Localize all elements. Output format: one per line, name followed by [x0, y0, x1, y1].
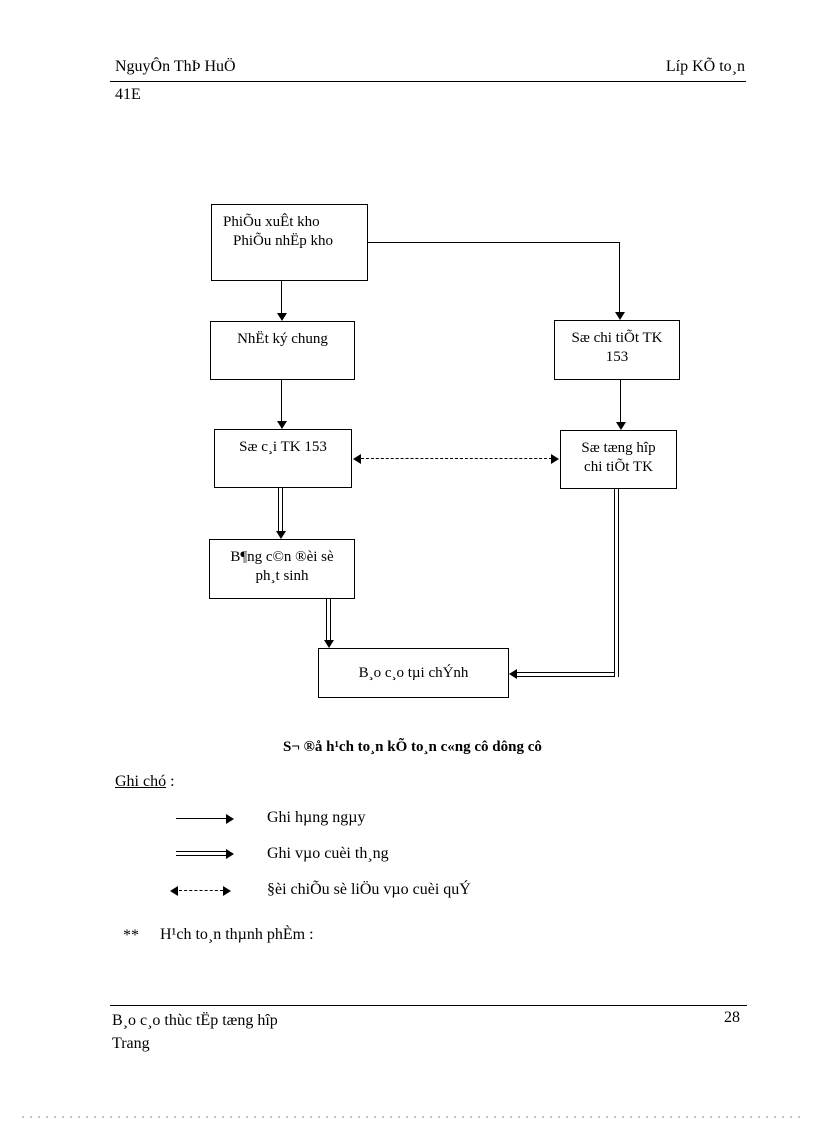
arrow-right-icon: [226, 814, 234, 824]
arrow-down-icon: [615, 312, 625, 320]
note-marker: **: [123, 927, 139, 944]
legend-title-text: Ghi chó: [115, 773, 167, 790]
arrow-down-icon: [276, 531, 286, 539]
flow-box-line: Sæ c¸i TK 153: [239, 439, 327, 455]
dashed-connector-line: [361, 458, 552, 459]
page-number: 28: [724, 1009, 740, 1026]
legend-item-label: §èi chiÕu sè liÖu vµo cuèi quÝ: [267, 881, 471, 898]
flow-box-vouchers: PhiÕu xuÊt kho PhiÕu nhËp kho: [211, 204, 368, 281]
diagram-caption: S¬ ®å h¹ch to¸n kÕ to¸n c«ng cô dông cô: [283, 739, 542, 755]
flow-box-general-ledger: Sæ c¸i TK 153: [214, 429, 352, 488]
legend-item-label: Ghi vµo cuèi th¸ng: [267, 845, 389, 862]
arrow-down-icon: [277, 313, 287, 321]
flow-box-trial-balance: B¶ng c©n ®èi sè ph¸t sinh: [209, 539, 355, 599]
connector-line: [620, 380, 621, 423]
header-class-code: 41E: [115, 86, 141, 103]
flow-box-general-journal: NhËt ký chung: [210, 321, 355, 380]
footer-rule: [110, 1005, 747, 1006]
flow-box-line: chi tiÕt TK: [584, 459, 653, 475]
flow-box-line: 153: [605, 349, 629, 365]
connector-line: [281, 380, 282, 422]
footer-trang-label: Trang: [112, 1035, 150, 1052]
double-connector-line: [278, 488, 283, 532]
bottom-dotted-rule: [22, 1116, 802, 1118]
double-connector-line: [326, 599, 331, 641]
arrow-left-icon: [170, 886, 178, 896]
legend-title: Ghi chó :: [115, 772, 175, 792]
flow-box-line: Sæ chi tiÕt TK: [571, 330, 663, 346]
flow-box-financial-report: B¸o c¸o tµi chÝnh: [318, 648, 509, 698]
solid-single-arrow-glyph: [176, 818, 226, 819]
dashed-double-headed-arrow-glyph: [179, 890, 223, 891]
flow-box-detail-ledger: Sæ chi tiÕt TK 153: [554, 320, 680, 380]
legend-title-colon: :: [166, 773, 175, 790]
footer-report-title: B¸o c¸o thùc tËp tæng hîp: [112, 1012, 278, 1029]
double-connector-line: [517, 672, 614, 677]
header-author: NguyÔn ThÞ HuÖ: [115, 58, 236, 75]
solid-double-arrow-glyph: [176, 851, 226, 856]
note-text: H¹ch to¸n thµnh phÈm :: [160, 926, 314, 943]
flow-box-line: ph¸t sinh: [255, 568, 309, 584]
flow-box-line: PhiÕu nhËp kho: [233, 233, 334, 249]
header-rule: [110, 81, 746, 82]
flow-box-line: B¸o c¸o tµi chÝnh: [358, 664, 469, 681]
arrow-right-icon: [551, 454, 559, 464]
arrow-right-icon: [223, 886, 231, 896]
double-connector-line: [614, 489, 619, 677]
flow-box-line: NhËt ký chung: [237, 331, 328, 347]
arrow-left-icon: [509, 669, 517, 679]
connector-line: [281, 281, 282, 314]
arrow-down-icon: [616, 422, 626, 430]
legend-item-label: Ghi hµng ngµy: [267, 809, 366, 826]
connector-line: [619, 242, 620, 313]
flow-box-line: Sæ tæng hîp: [581, 440, 656, 456]
flow-box-summary-detail: Sæ tæng hîp chi tiÕt TK: [560, 430, 677, 489]
arrow-right-icon: [226, 849, 234, 859]
header-class: Líp KÕ to¸n: [665, 58, 745, 75]
arrow-down-icon: [324, 640, 334, 648]
connector-line: [368, 242, 620, 243]
arrow-down-icon: [277, 421, 287, 429]
flow-box-line: PhiÕu xuÊt kho: [223, 214, 320, 230]
flow-box-line: B¶ng c©n ®èi sè: [230, 549, 334, 565]
arrow-left-icon: [353, 454, 361, 464]
